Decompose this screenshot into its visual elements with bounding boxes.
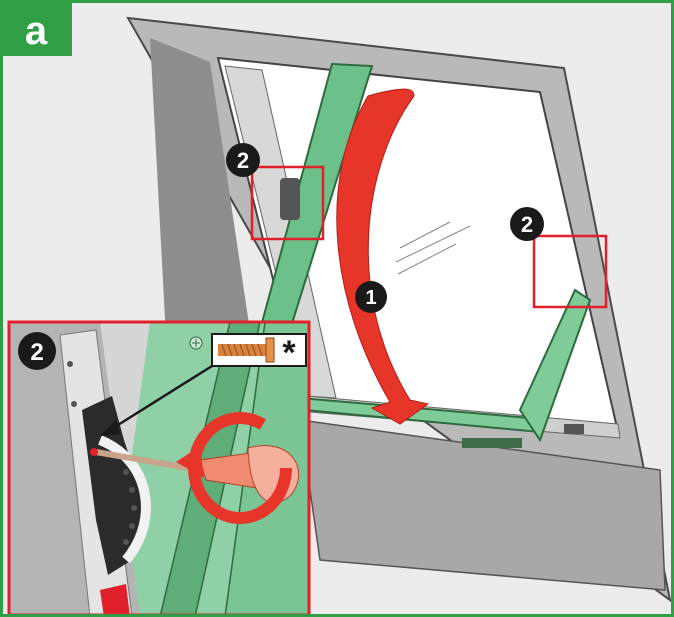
callout-hinge-upper	[250, 165, 325, 241]
panel-label: a	[25, 9, 48, 53]
detail-red-tab	[100, 584, 130, 615]
callout-hinge-right	[532, 234, 608, 309]
handle-bracket	[564, 424, 584, 434]
screw-icon	[218, 337, 275, 363]
hinge-arc	[97, 435, 151, 564]
step-badge-2-detail: 2	[18, 332, 56, 370]
screw-symbol: *	[282, 334, 296, 372]
step-number-2-upper: 2	[237, 148, 249, 173]
step-badge-2-right: 2	[510, 207, 544, 241]
sash-right-rail	[518, 288, 592, 443]
step-number-2-detail: 2	[30, 339, 43, 366]
screw-hole	[189, 336, 203, 350]
sill-reveal	[299, 419, 666, 591]
step-number-2-right: 2	[521, 212, 533, 237]
screw-callout-box: *	[211, 333, 307, 372]
sash-hinge-bottom	[462, 438, 522, 448]
curved-arrow-icon	[336, 88, 430, 425]
counterclockwise-arrow-icon	[176, 412, 292, 524]
leader-arrow	[100, 364, 213, 436]
panel-label-tab: a	[0, 0, 72, 56]
step-badge-2-upper: 2	[226, 143, 260, 177]
step-number-1: 1	[365, 287, 376, 309]
glass-reflection	[395, 221, 471, 275]
detail-inset: * 2	[7, 320, 311, 617]
screwdriver-icon	[90, 445, 300, 504]
hinge-plate	[82, 396, 150, 575]
step-badge-1: 1	[355, 281, 387, 313]
hinge-upper	[280, 178, 300, 220]
